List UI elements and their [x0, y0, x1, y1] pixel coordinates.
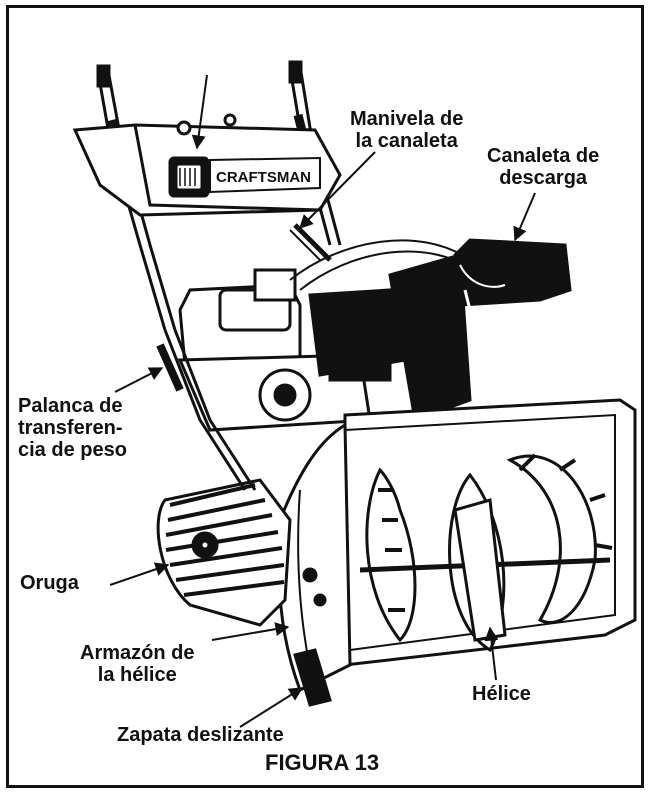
label-canaleta-line1: Canaleta de	[487, 145, 600, 167]
arrow-canaleta	[513, 192, 536, 242]
track	[156, 478, 292, 627]
control-panel	[72, 113, 342, 217]
arrow-helice	[484, 626, 499, 681]
label-palanca-line3: cia de peso	[18, 439, 127, 461]
frame-strut	[156, 329, 257, 491]
label-palanca: Palanca de transferen- cia de peso	[18, 395, 127, 461]
arrow-top	[191, 74, 208, 150]
label-canaleta-line2: descarga	[499, 167, 588, 189]
discharge-chute	[388, 238, 572, 423]
label-oruga: Oruga	[20, 572, 79, 594]
label-manivela: Manivela de la canaleta	[350, 108, 463, 152]
label-palanca-line2: transferen-	[18, 417, 123, 439]
arrow-oruga	[109, 562, 170, 586]
brand-text: CRAFTSMAN	[216, 169, 311, 186]
label-manivela-line2: la canaleta	[355, 130, 458, 152]
label-armazon-line2: la hélice	[97, 664, 177, 686]
arrow-zapata	[239, 687, 304, 728]
augers	[359, 453, 613, 653]
engine	[177, 268, 407, 432]
arrow-palanca	[114, 367, 164, 393]
label-manivela-line1: Manivela de	[350, 108, 464, 130]
label-armazon: Armazón de la hélice	[80, 642, 194, 686]
label-armazon-line1: Armazón de	[80, 642, 195, 664]
callout-arrows	[109, 74, 536, 728]
figure-caption: FIGURA 13	[265, 750, 380, 775]
label-zapata: Zapata deslizante	[117, 724, 284, 746]
label-helice: Hélice	[472, 683, 531, 705]
label-canaleta: Canaleta de descarga	[487, 145, 599, 189]
arrow-armazon	[211, 622, 290, 641]
label-palanca-line1: Palanca de	[18, 395, 123, 417]
arrow-manivela	[299, 151, 376, 229]
